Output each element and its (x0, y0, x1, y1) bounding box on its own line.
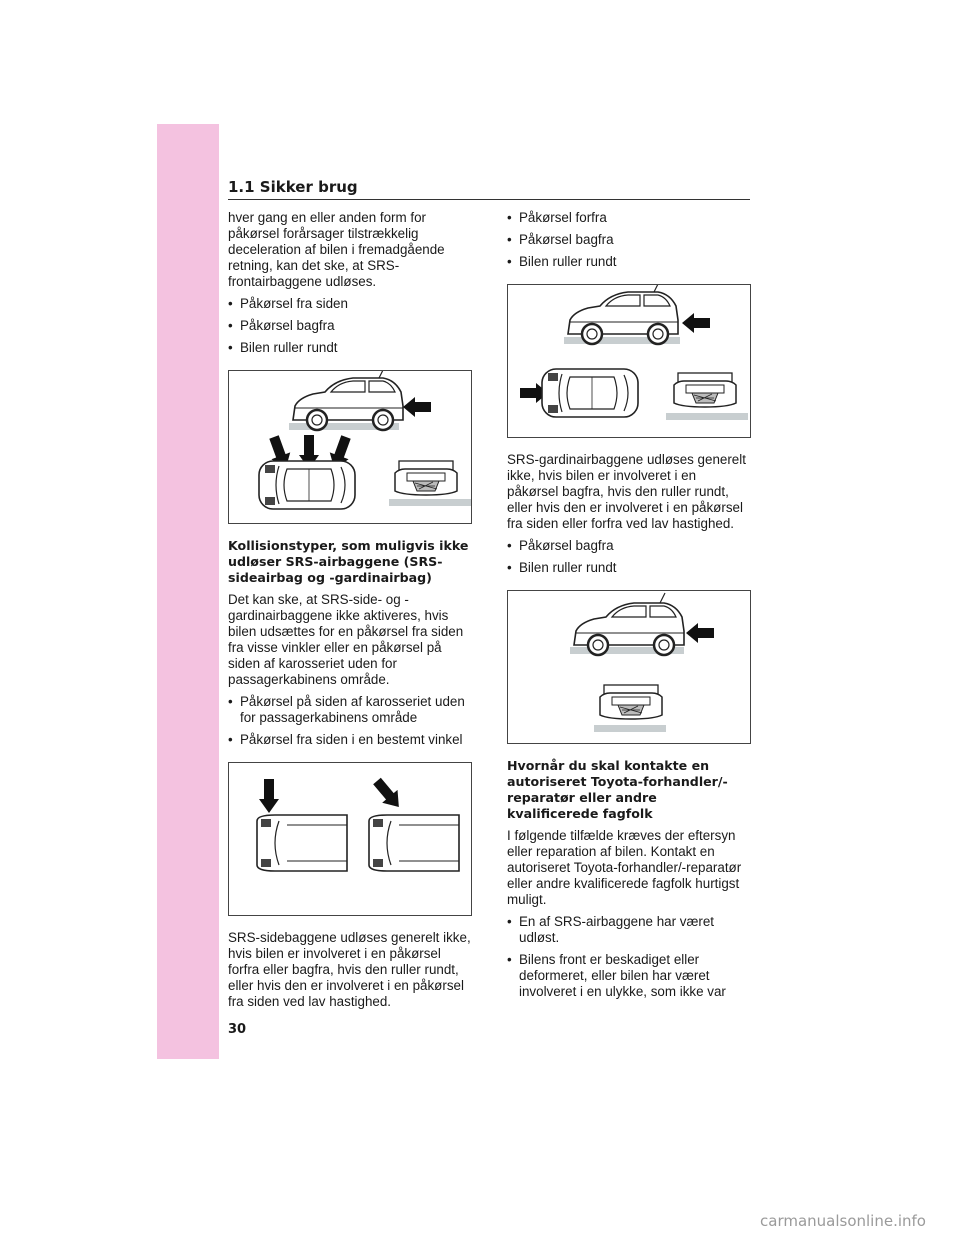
chapter-side-tab (157, 124, 219, 1059)
list-item: Bilen ruller rundt (507, 254, 751, 270)
list-item: Bilen ruller rundt (228, 340, 472, 356)
list-item: Påkørsel fra siden i en bestemt vinkel (228, 732, 472, 748)
collision-list-4: Påkørsel bagfra Bilen ruller rundt (507, 538, 751, 576)
list-item: Bilen ruller rundt (507, 560, 751, 576)
figure-angle-collision (228, 762, 472, 916)
list-item: Bilens front er beskadiget eller deforme… (507, 952, 751, 1000)
left-column: hver gang en eller anden form for påkørs… (228, 210, 472, 1016)
list-item: Påkørsel bagfra (228, 318, 472, 334)
list-item: Påkørsel bagfra (507, 538, 751, 554)
collision-list-1: Påkørsel fra siden Påkørsel bagfra Bilen… (228, 296, 472, 356)
right-column: Påkørsel forfra Påkørsel bagfra Bilen ru… (507, 210, 751, 1006)
paragraph-curtain-bags: SRS-gardinairbaggene udløses generelt ik… (507, 452, 746, 531)
figure-side-collision (228, 370, 472, 524)
figure-front-rear-collision (507, 284, 751, 438)
section-title: 1.1 Sikker brug (228, 178, 750, 200)
list-item: Påkørsel fra siden (228, 296, 472, 312)
page-number: 30 (228, 1022, 247, 1037)
intro-paragraph: hver gang en eller anden form for påkørs… (228, 210, 445, 289)
watermark: carmanualsonline.info (760, 1212, 926, 1230)
paragraph-side-explanation: Det kan ske, at SRS-side- og -gardinairb… (228, 592, 464, 687)
figure-rear-rollover (507, 590, 751, 744)
list-item: Påkørsel bagfra (507, 232, 751, 248)
inspection-list: En af SRS-airbaggene har været udløst. B… (507, 914, 751, 1000)
heading-not-deploy-side: Kollisionstyper, som muligvis ikke udløs… (228, 538, 469, 585)
list-item: Påkørsel forfra (507, 210, 751, 226)
paragraph-contact-dealer: I følgende tilfælde kræves der eftersyn … (507, 828, 742, 907)
heading-contact-dealer: Hvornår du skal kontakte en autoriseret … (507, 758, 728, 821)
list-item: En af SRS-airbaggene har været udløst. (507, 914, 751, 946)
collision-list-3: Påkørsel forfra Påkørsel bagfra Bilen ru… (507, 210, 751, 270)
paragraph-side-bags: SRS-sidebaggene udløses generelt ikke, h… (228, 930, 471, 1009)
list-item: Påkørsel på siden af karosseriet uden fo… (228, 694, 472, 726)
collision-list-2: Påkørsel på siden af karosseriet uden fo… (228, 694, 472, 748)
